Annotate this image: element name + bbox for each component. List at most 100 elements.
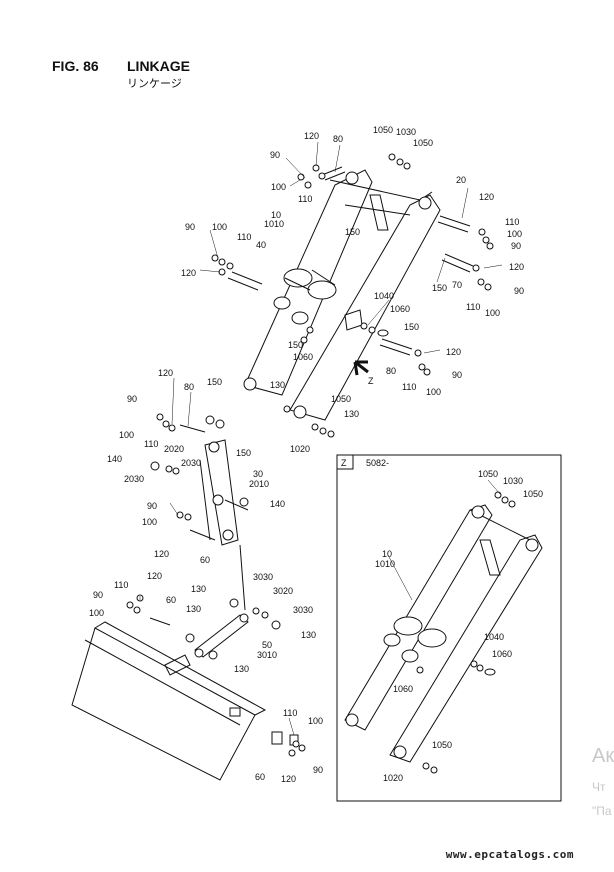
part-callout: 90 (452, 370, 462, 380)
connecting-link (126, 544, 281, 660)
part-callout: 150 (236, 448, 251, 458)
part-callout: 90 (147, 501, 157, 511)
part-callout: 150 (288, 340, 303, 350)
part-callout: 80 (184, 382, 194, 392)
overlay-text-1: Ак (592, 745, 614, 767)
part-callout: 80 (386, 366, 396, 376)
part-callout: 60 (166, 595, 176, 605)
part-callout: 150 (432, 283, 447, 293)
part-callout: 1030 (396, 127, 416, 137)
callouts-inset: 1050 1030 1050 10 1010 1040 1060 1060 10… (375, 469, 543, 783)
part-callout: 10 (271, 210, 281, 220)
part-callout: 130 (270, 380, 285, 390)
part-callout: 80 (333, 134, 343, 144)
part-callout: 2020 (164, 444, 184, 454)
view-arrow-z (353, 360, 369, 376)
part-callout: 140 (107, 454, 122, 464)
part-callout: 40 (256, 240, 266, 250)
lift-arm-boom (243, 169, 441, 421)
part-callout: 3010 (257, 650, 277, 660)
callouts-bellcrank: 120 80 150 90 100 110 150 2020 2030 140 … (107, 368, 285, 565)
part-callout: 1050 (523, 489, 543, 499)
part-callout: 2010 (249, 479, 269, 489)
part-callout: 1010 (375, 559, 395, 569)
part-callout: 120 (281, 774, 296, 784)
part-callout: 140 (270, 499, 285, 509)
part-callout: 120 (181, 268, 196, 278)
hardware-bolts (211, 153, 494, 438)
part-callout: 20 (456, 175, 466, 185)
part-callout: 1060 (393, 684, 413, 694)
part-callout: 110 (505, 217, 519, 227)
part-callout: 110 (466, 302, 480, 312)
part-callout: 120 (154, 549, 169, 559)
figure-number: FIG. 86 (52, 58, 99, 74)
part-callout: 1050 (331, 394, 351, 404)
overlay-text-2: Чт (592, 780, 606, 794)
part-callout: 100 (119, 430, 134, 440)
part-callout: 1060 (293, 352, 313, 362)
part-callout: 1050 (413, 138, 433, 148)
part-callout: 3020 (273, 586, 293, 596)
inset-boom (344, 491, 543, 774)
inset-frame (336, 454, 562, 802)
part-callout: 90 (127, 394, 137, 404)
part-callout: 30 (253, 469, 263, 479)
callouts-main: 120 80 1050 1030 1050 90 100 110 20 120 … (181, 125, 524, 454)
callouts-lower: 110 120 90 60 100 130 3030 3020 130 3030… (89, 571, 323, 784)
part-callout: 130 (191, 584, 206, 594)
inset-label: Z (341, 458, 347, 468)
part-callout: 10 (382, 549, 392, 559)
part-callout: 100 (142, 517, 157, 527)
figure-subtitle: リンケージ (127, 77, 182, 90)
part-callout: 100 (485, 308, 500, 318)
part-callout: 70 (452, 280, 462, 290)
part-callout: 130 (344, 409, 359, 419)
part-callout: 110 (114, 580, 128, 590)
bucket (71, 621, 306, 781)
part-callout: 110 (283, 708, 297, 718)
bellcrank (150, 413, 249, 546)
part-callout: 110 (237, 232, 251, 242)
part-callout: 60 (200, 555, 210, 565)
part-callout: 1020 (383, 773, 403, 783)
inset-label-box (336, 454, 354, 470)
part-callout: 110 (402, 382, 416, 392)
part-callout: 1060 (492, 649, 512, 659)
part-callout: 1050 (373, 125, 393, 135)
part-callout: 120 (304, 131, 319, 141)
figure-title: LINKAGE (127, 58, 190, 74)
part-callout: 2030 (181, 458, 201, 468)
part-callout: 120 (147, 571, 162, 581)
part-callout: 1050 (478, 469, 498, 479)
part-callout: 50 (262, 640, 272, 650)
part-callout: 150 (345, 227, 360, 237)
overlay-text-3: "Па (592, 804, 612, 818)
view-marker-label: Z (368, 376, 374, 386)
part-callout: 150 (207, 377, 222, 387)
part-callout: 130 (234, 664, 249, 674)
part-callout: 90 (185, 222, 195, 232)
part-callout: 1040 (484, 632, 504, 642)
part-callout: 1040 (374, 291, 394, 301)
part-callout: 120 (446, 347, 461, 357)
part-callout: 60 (255, 772, 265, 782)
part-callout: 90 (514, 286, 524, 296)
part-callout: 150 (404, 322, 419, 332)
boom-pins (227, 166, 474, 356)
part-callout: 3030 (253, 572, 273, 582)
part-callout: 130 (301, 630, 316, 640)
part-callout: 1030 (503, 476, 523, 486)
part-callout: 100 (426, 387, 441, 397)
part-callout: 100 (271, 182, 286, 192)
part-callout: 100 (212, 222, 227, 232)
part-callout: 100 (89, 608, 104, 618)
part-callout: 120 (479, 192, 494, 202)
inset-reference: 5082- (366, 458, 389, 468)
part-callout: 120 (158, 368, 173, 378)
part-callout: 1060 (390, 304, 410, 314)
part-callout: 90 (313, 765, 323, 775)
part-callout: 1020 (290, 444, 310, 454)
watermark-url: www.epcatalogs.com (445, 848, 574, 861)
